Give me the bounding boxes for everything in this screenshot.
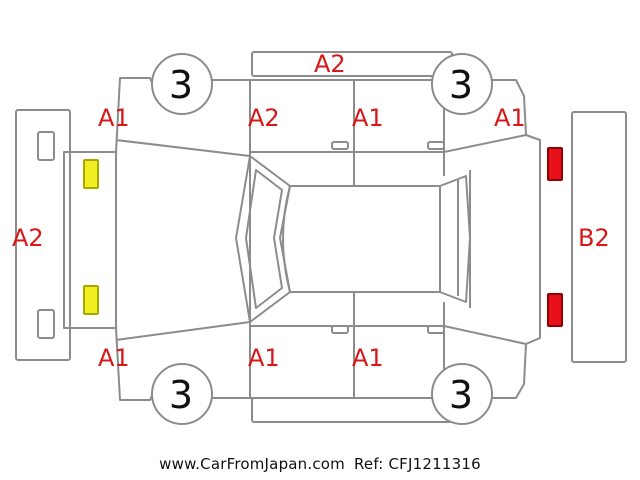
windshield — [235, 155, 291, 323]
front-bumper-vent-bottom — [37, 309, 55, 339]
wheel-front-right-grade: 3 — [169, 373, 193, 417]
taillight-top — [547, 147, 563, 181]
label-left-front-door: A2 — [248, 104, 280, 132]
left-front-pillar-line — [115, 139, 251, 157]
label-left-rear-fender: A1 — [494, 104, 526, 132]
top-sill-panel — [251, 51, 453, 77]
door-handle-bottom-center — [331, 325, 349, 334]
door-handle-top-center — [331, 141, 349, 150]
car-body-outline — [63, 77, 541, 401]
label-rear-bumper: B2 — [578, 224, 610, 252]
label-left-rear-door: A1 — [352, 104, 384, 132]
door-handle-bottom-rear — [427, 325, 445, 334]
wheel-front-right — [151, 363, 213, 425]
wheel-rear-left-grade: 3 — [449, 63, 473, 107]
footer-site: www.CarFromJapan.com — [159, 455, 345, 473]
wheel-front-left-grade: 3 — [169, 63, 193, 107]
headlight-top — [83, 159, 99, 189]
label-right-front-door: A1 — [248, 344, 280, 372]
label-left-front-fender: A1 — [98, 104, 130, 132]
label-roof: A2 — [314, 50, 346, 78]
footer-watermark: www.CarFromJapan.com Ref: CFJ1211316 — [0, 455, 640, 477]
right-front-pillar-line — [115, 321, 251, 341]
right-rear-pillar-line — [443, 325, 527, 345]
wheel-rear-right-grade: 3 — [449, 373, 473, 417]
bottom-sill-panel — [251, 397, 453, 423]
rear-bumper — [571, 111, 627, 363]
roof-panel — [282, 185, 441, 293]
label-front-bumper: A2 — [12, 224, 44, 252]
front-bumper — [15, 109, 71, 361]
headlight-bottom — [83, 285, 99, 315]
windshield-inner — [245, 169, 283, 309]
label-right-front-fender: A1 — [98, 344, 130, 372]
left-rear-pillar-line — [443, 134, 527, 153]
wheel-rear-left — [431, 53, 493, 115]
footer-ref: Ref: CFJ1211316 — [353, 455, 481, 473]
rear-window — [439, 175, 471, 303]
wheel-rear-right — [431, 363, 493, 425]
wheel-front-left — [151, 53, 213, 115]
label-right-rear-door: A1 — [352, 344, 384, 372]
door-handle-top-rear — [427, 141, 445, 150]
front-bumper-vent-top — [37, 131, 55, 161]
taillight-bottom — [547, 293, 563, 327]
